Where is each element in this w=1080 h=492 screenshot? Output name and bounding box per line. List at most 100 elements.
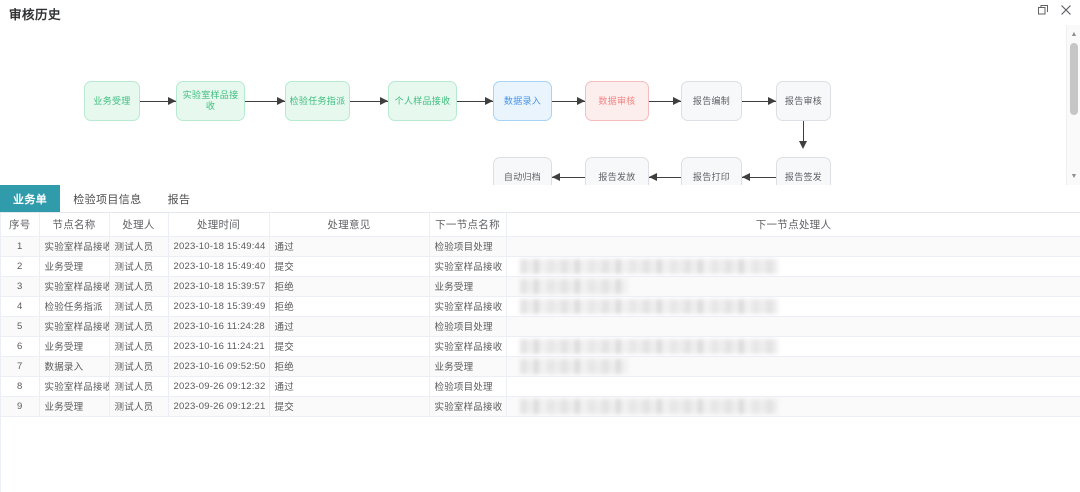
cell-user: 测试人员: [109, 376, 169, 397]
cell-index: 5: [1, 316, 40, 337]
cell-next-handler: [506, 296, 1080, 317]
col-header-index[interactable]: 序号: [1, 213, 40, 237]
col-header-node[interactable]: 节点名称: [39, 213, 110, 237]
cell-next-node: 检验项目处理: [429, 316, 507, 337]
window-title-bar: 审核历史: [0, 0, 1080, 25]
cell-time: 2023-10-18 15:49:40: [168, 256, 270, 277]
redacted-content: [519, 298, 778, 314]
cell-next-node: 实验室样品接收: [429, 396, 507, 417]
scrollbar-thumb[interactable]: [1070, 43, 1078, 115]
cell-index: 9: [1, 396, 40, 417]
flow-node-report-distribute[interactable]: 报告发放: [585, 157, 649, 185]
cell-time: 2023-10-18 15:39:57: [168, 276, 270, 297]
cell-opinion: 拒绝: [269, 296, 430, 317]
flow-edge-2: [245, 101, 285, 103]
flow-node-lab-sample-receive[interactable]: 实验室样品接收: [176, 81, 245, 121]
flow-node-task-assign[interactable]: 检验任务指派: [285, 81, 350, 121]
workflow-diagram[interactable]: 业务受理 实验室样品接收 检验任务指派 个人样品接收 数据录入 数据审核 报告编…: [0, 25, 1080, 185]
scroll-up-icon[interactable]: ▲: [1070, 30, 1078, 38]
col-header-next[interactable]: 下一节点名称: [429, 213, 507, 237]
flow-node-business-acceptance[interactable]: 业务受理: [84, 81, 140, 121]
cell-next-handler: [506, 356, 1080, 377]
cell-opinion: 通过: [269, 316, 430, 337]
tab-business-order[interactable]: 业务单: [0, 185, 61, 212]
col-header-next-handler[interactable]: 下一节点处理人: [506, 213, 1080, 237]
cell-opinion: 提交: [269, 336, 430, 357]
flow-node-label: 实验室样品接收: [182, 90, 239, 111]
redacted-content: [519, 398, 778, 414]
cell-index: 7: [1, 356, 40, 377]
flow-edge-9: [742, 177, 776, 179]
cell-index: 3: [1, 276, 40, 297]
flow-arrow-4: [485, 96, 493, 105]
flow-node-label: 报告发放: [598, 171, 636, 182]
cell-next-handler: [506, 396, 1080, 417]
redacted-content: [519, 258, 778, 274]
workflow-canvas: 业务受理 实验室样品接收 检验任务指派 个人样品接收 数据录入 数据审核 报告编…: [0, 25, 1066, 185]
cell-opinion: 通过: [269, 236, 430, 257]
cell-opinion: 提交: [269, 396, 430, 417]
redacted-content: [519, 358, 628, 374]
table-header-row: 序号 节点名称 处理人 处理时间 处理意见 下一节点名称 下一节点处理人: [1, 213, 1080, 237]
flow-arrow-10: [649, 172, 657, 181]
flow-node-data-entry[interactable]: 数据录入: [493, 81, 552, 121]
cell-time: 2023-09-26 09:12:21: [168, 396, 270, 417]
flow-edge-3: [350, 101, 388, 103]
close-icon[interactable]: [1059, 3, 1073, 17]
flow-node-personal-sample-receive[interactable]: 个人样品接收: [388, 81, 457, 121]
flow-node-data-review[interactable]: 数据审核: [585, 81, 649, 121]
cell-time: 2023-09-26 09:12:32: [168, 376, 270, 397]
cell-next-handler: [506, 316, 1080, 337]
cell-next-node: 实验室样品接收: [429, 256, 507, 277]
flow-edge-4: [457, 101, 493, 103]
flow-node-label: 个人样品接收: [394, 95, 451, 106]
cell-opinion: 提交: [269, 256, 430, 277]
cell-index: 6: [1, 336, 40, 357]
cell-time: 2023-10-16 11:24:28: [168, 316, 270, 337]
cell-next-node: 实验室样品接收: [429, 296, 507, 317]
cell-next-handler: [506, 276, 1080, 297]
scroll-down-icon[interactable]: ▼: [1070, 172, 1078, 180]
cell-node: 实验室样品接收: [39, 276, 110, 297]
restore-icon[interactable]: [1036, 3, 1050, 17]
flow-node-label: 报告编制: [692, 95, 731, 106]
col-header-opinion[interactable]: 处理意见: [269, 213, 430, 237]
flow-node-label: 报告打印: [692, 171, 731, 182]
flow-arrow-2: [277, 96, 285, 105]
flow-edge-11: [552, 177, 585, 179]
flow-scrollbar-vertical[interactable]: ▲ ▼: [1066, 25, 1080, 185]
cell-node: 业务受理: [39, 396, 110, 417]
flow-arrow-9: [742, 172, 750, 181]
flow-node-auto-archive[interactable]: 自动归档: [493, 157, 552, 185]
flow-node-report-issue[interactable]: 报告签发: [776, 157, 831, 185]
flow-node-report-review[interactable]: 报告审核: [776, 81, 831, 121]
tab-inspection-item-info[interactable]: 检验项目信息: [60, 185, 154, 212]
flow-node-report-compile[interactable]: 报告编制: [681, 81, 742, 121]
cell-next-handler: [506, 256, 1080, 277]
cell-index: 8: [1, 376, 40, 397]
cell-next-node: 业务受理: [429, 356, 507, 377]
col-header-time[interactable]: 处理时间: [168, 213, 270, 237]
col-header-user[interactable]: 处理人: [109, 213, 169, 237]
cell-time: 2023-10-16 11:24:21: [168, 336, 270, 357]
flow-node-report-print[interactable]: 报告打印: [681, 157, 742, 185]
cell-node: 实验室样品接收: [39, 316, 110, 337]
cell-node: 检验任务指派: [39, 296, 110, 317]
tab-report[interactable]: 报告: [155, 185, 204, 212]
flow-arrow-8: [798, 141, 807, 149]
cell-next-handler: [506, 376, 1080, 397]
flow-edge-5: [552, 101, 585, 103]
cell-node: 业务受理: [39, 336, 110, 357]
